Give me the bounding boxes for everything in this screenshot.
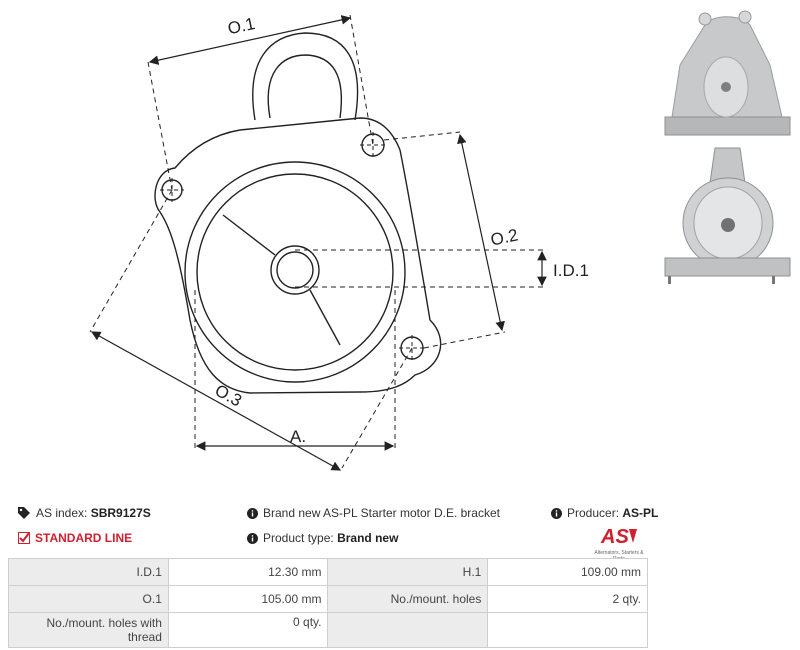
dim-o1-label: O.1 — [226, 14, 257, 38]
product-type: Product type: Brand new — [247, 531, 398, 545]
dim-o3-label: O.3 — [212, 381, 245, 411]
standard-line: STANDARD LINE — [18, 531, 132, 545]
producer-logo: AS Alternators, Starters & Parts — [588, 525, 650, 562]
spec-label — [327, 612, 489, 648]
spec-label: O.1 — [8, 585, 169, 613]
standard-line-label: STANDARD LINE — [35, 531, 133, 545]
table-row: O.1 105.00 mm No./mount. holes 2 qty. — [8, 585, 648, 613]
spec-table: I.D.1 12.30 mm H.1 109.00 mm O.1 105.00 … — [8, 558, 648, 648]
flange-outline — [154, 117, 442, 394]
spec-value: 12.30 mm — [167, 558, 329, 586]
spec-label: I.D.1 — [8, 558, 169, 586]
description: Brand new AS-PL Starter motor D.E. brack… — [247, 506, 500, 520]
main-housing-outer — [184, 161, 406, 383]
product-photo-top[interactable] — [660, 5, 795, 140]
checkbox-icon — [18, 532, 30, 544]
info-icon — [247, 508, 258, 519]
spec-label: No./mount. holes — [327, 585, 489, 613]
shaft-bore — [270, 245, 320, 295]
spec-label: H.1 — [327, 558, 489, 586]
info-icon — [247, 533, 258, 544]
spec-value: 2 qty. — [487, 585, 648, 613]
technical-drawing: O.1 O.2 O.3 I.D.1 A. — [89, 14, 589, 471]
producer-value: AS-PL — [622, 506, 659, 520]
table-row: No./mount. holes with thread 0 qty. — [8, 612, 648, 648]
tag-icon — [18, 507, 30, 519]
as-index-label: AS index: — [36, 506, 88, 520]
description-text: Brand new AS-PL Starter motor D.E. brack… — [263, 506, 500, 520]
spec-value: 109.00 mm — [487, 558, 648, 586]
info-icon — [551, 508, 562, 519]
as-logo-icon: AS — [600, 526, 637, 548]
spec-label: No./mount. holes with thread — [8, 612, 169, 648]
producer-label: Producer: — [567, 506, 620, 520]
dim-o2-label: O.2 — [489, 225, 520, 249]
table-row: I.D.1 12.30 mm H.1 109.00 mm — [8, 558, 648, 586]
dim-a-label: A. — [290, 427, 306, 446]
spec-value: 105.00 mm — [167, 585, 329, 613]
spec-value — [487, 612, 648, 648]
producer: Producer: AS-PL — [551, 506, 658, 520]
product-type-value: Brand new — [337, 531, 399, 545]
spec-value: 0 qty. — [167, 612, 329, 648]
dim-id1-label: I.D.1 — [553, 261, 589, 280]
product-photo-bottom[interactable] — [660, 143, 795, 288]
as-index: AS index: SBR9127S — [18, 506, 151, 520]
svg-text:AS: AS — [600, 526, 629, 547]
product-type-label: Product type: — [263, 531, 334, 545]
as-index-value: SBR9127S — [90, 506, 151, 520]
